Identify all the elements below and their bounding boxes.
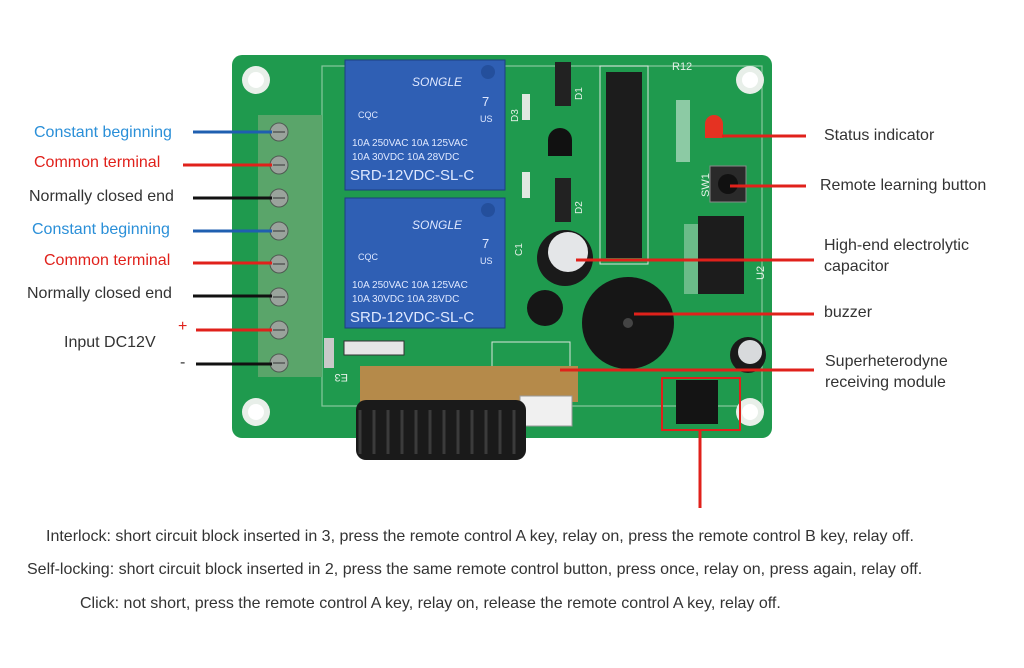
label-capacitor-line-2: capacitor (824, 258, 889, 275)
relay-1-model: SRD-12VDC-SL-C (350, 167, 474, 184)
terminal-screws (269, 122, 289, 373)
relay-2-model: SRD-12VDC-SL-C (350, 309, 474, 326)
label-normally-closed-1: Normally closed end (29, 188, 174, 205)
relay-2-cqc: CQC (358, 252, 379, 262)
label-input-dc12v: Input DC12V (64, 334, 156, 351)
label-normally-closed-2: Normally closed end (27, 285, 172, 302)
relay-1: SONGLE CQC 7 US 10A 250VAC 10A 125VAC 10… (344, 59, 506, 191)
mark-d3: D3 (510, 109, 521, 122)
label-power-minus: - (180, 354, 186, 371)
relay-2-num: 7 (482, 236, 489, 251)
terminal-block (258, 115, 322, 377)
antenna-spring (356, 400, 526, 460)
relay-2-rating-2: 10A 30VDC 10A 28VDC (352, 294, 459, 305)
label-constant-beginning-1: Constant beginning (34, 124, 172, 141)
relay-2-brand: SONGLE (412, 218, 463, 232)
left-leader-lines (183, 130, 272, 366)
relay-1-cqc: CQC (358, 110, 379, 120)
mark-d1: D1 (574, 87, 585, 100)
second-ic (698, 216, 744, 294)
relay-1-brand: SONGLE (412, 75, 463, 89)
relay-2-rating-1: 10A 250VAC 10A 125VAC (352, 280, 468, 291)
label-constant-beginning-2: Constant beginning (32, 221, 170, 238)
label-status-indicator: Status indicator (824, 127, 935, 144)
mark-e3: E3 (335, 371, 348, 383)
label-common-terminal-1: Common terminal (34, 154, 161, 171)
mount-holes (242, 66, 764, 426)
label-buzzer: buzzer (824, 304, 873, 321)
note-click: Click: not short, press the remote contr… (80, 595, 781, 612)
label-common-terminal-2: Common terminal (44, 252, 171, 269)
label-power-plus: + (178, 318, 188, 335)
relay-1-num: 7 (482, 94, 489, 109)
status-led (705, 115, 723, 138)
mark-sw: SW1 (700, 173, 712, 197)
label-capacitor-line-1: High-end electrolytic (824, 237, 969, 254)
relay-1-rating-2: 10A 30VDC 10A 28VDC (352, 152, 459, 163)
label-module-line-2: receiving module (825, 374, 946, 391)
relay-2-ul: US (480, 256, 493, 266)
right-leader-lines (560, 134, 814, 508)
receiver-module (360, 366, 578, 427)
label-remote-learning-button: Remote learning button (820, 177, 987, 194)
buzzer-part (582, 277, 674, 369)
relay-1-rating-1: 10A 250VAC 10A 125VAC (352, 138, 468, 149)
note-interlock: Interlock: short circuit block inserted … (46, 528, 914, 545)
mark-r12: R12 (672, 61, 692, 73)
mark-d2: D2 (574, 201, 585, 214)
learn-button-part (709, 165, 747, 203)
relay-1-ul: US (480, 114, 493, 124)
small-capacitor (730, 337, 766, 373)
small-components (324, 62, 700, 371)
note-self-locking: Self-locking: short circuit block insert… (27, 561, 923, 578)
mark-c1: C1 (514, 243, 525, 256)
relay-2: SONGLE CQC 7 US 10A 250VAC 10A 125VAC 10… (344, 197, 506, 329)
main-ic (606, 72, 642, 258)
mark-u2: U2 (755, 266, 767, 280)
ic-socket (599, 65, 649, 265)
electrolytic-capacitor (527, 230, 593, 326)
label-module-line-1: Superheterodyne (825, 353, 948, 370)
